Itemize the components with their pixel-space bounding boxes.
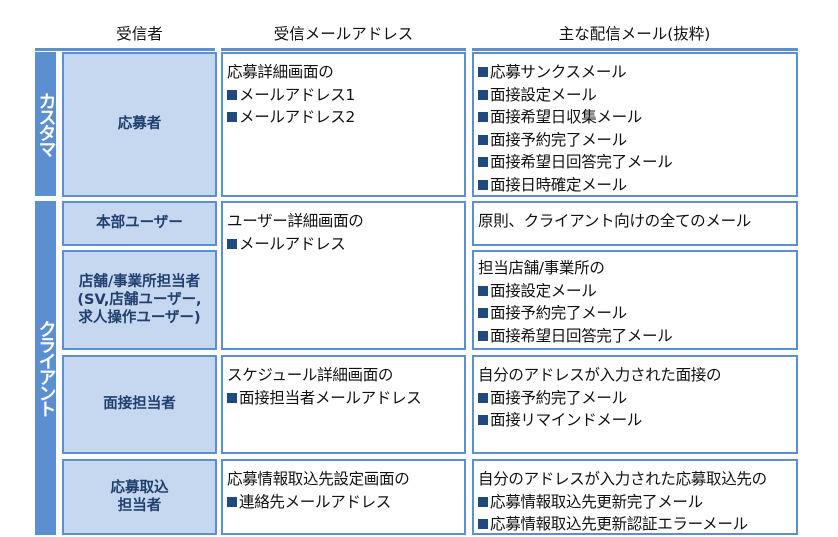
recipient-label: 求人操作ユーザー) <box>78 310 201 327</box>
mail-item: 面接希望日回答完了メール <box>478 325 796 348</box>
group-customer: カスタマ <box>35 52 57 196</box>
bullet-square-icon <box>478 134 488 145</box>
recipient-label: 本部ユーザー <box>96 215 183 232</box>
mail-item: 応募サンクスメール <box>478 61 796 84</box>
mail-item: 面接予約完了メール <box>478 129 796 152</box>
header-divider <box>35 48 215 51</box>
bullet-square-icon <box>478 330 488 341</box>
bullet-square-icon <box>478 67 488 77</box>
mail-item: 応募情報取込先更新認証エラーメール <box>478 513 796 536</box>
mail-item: 面接リマインドメール <box>478 409 796 432</box>
group-client: クライアント <box>35 201 57 535</box>
mails-hq-user: 原則、クライアント向けの全てのメール <box>472 201 798 246</box>
mail-intro: 担当店舗/事業所の <box>478 259 605 277</box>
address-item: メールアドレス2 <box>227 106 464 129</box>
bullet-square-icon <box>478 157 488 167</box>
address-item: 面接担当者メールアドレス <box>227 387 464 410</box>
address-item: メールアドレス <box>227 233 464 256</box>
address-intro: 応募情報取込先設定画面の <box>227 470 410 488</box>
address-intro: スケジュール詳細画面の <box>227 366 394 384</box>
bullet-square-icon <box>478 179 488 190</box>
address-intro: ユーザー詳細画面の <box>227 212 364 230</box>
recipient-label: (SV,店舗ユーザー, <box>77 291 202 308</box>
address-item: 連絡先メールアドレス <box>227 491 464 514</box>
address-interviewer: スケジュール詳細画面の 面接担当者メールアドレス <box>221 355 466 454</box>
address-applicant: 応募詳細画面の メールアドレス1 メールアドレス2 <box>221 52 466 197</box>
bullet-square-icon <box>478 392 488 403</box>
mails-import-staff: 自分のアドレスが入力された応募取込先の 応募情報取込先更新完了メール 応募情報取… <box>472 459 798 535</box>
header-recipient: 受信者 <box>116 25 163 43</box>
header-divider <box>472 48 798 51</box>
bullet-square-icon <box>478 519 488 529</box>
recipient-applicant: 応募者 <box>62 52 217 197</box>
mail-intro: 自分のアドレスが入力された応募取込先の <box>478 470 767 488</box>
bullet-square-icon <box>478 285 488 296</box>
mail-text: 原則、クライアント向けの全てのメール <box>478 212 751 230</box>
address-user-detail: ユーザー詳細画面の メールアドレス <box>221 201 466 350</box>
bullet-square-icon <box>227 112 237 122</box>
bullet-square-icon <box>227 89 237 100</box>
bullet-square-icon <box>478 89 488 100</box>
address-intro: 応募詳細画面の <box>227 63 334 81</box>
address-item: メールアドレス1 <box>227 84 464 107</box>
mail-item: 面接予約完了メール <box>478 302 796 325</box>
bullet-square-icon <box>478 496 488 507</box>
header-address: 受信メールアドレス <box>273 25 414 43</box>
recipient-label: 担当者 <box>117 498 162 514</box>
mail-item: 面接希望日回答完了メール <box>478 151 796 174</box>
recipient-label: 応募取込 <box>110 479 169 496</box>
bullet-square-icon <box>478 112 488 122</box>
bullet-square-icon <box>227 392 237 403</box>
recipient-store-staff: 店舗/事業所担当者 (SV,店舗ユーザー, 求人操作ユーザー) <box>62 250 217 350</box>
mail-item: 応募情報取込先更新完了メール <box>478 491 796 514</box>
recipient-label: 面接担当者 <box>103 396 176 413</box>
bullet-square-icon <box>227 496 237 507</box>
mails-applicant: 応募サンクスメール 面接設定メール 面接希望日収集メール 面接予約完了メール 面… <box>472 52 798 197</box>
recipient-interviewer: 面接担当者 <box>62 355 217 454</box>
recipient-label: 店舗/事業所担当者 <box>78 273 201 290</box>
mail-item: 面接設定メール <box>478 84 796 107</box>
mail-item: 面接予約完了メール <box>478 387 796 410</box>
mail-item: 面接日時確定メール <box>478 174 796 197</box>
recipient-hq-user: 本部ユーザー <box>62 201 217 246</box>
mails-interviewer: 自分のアドレスが入力された面接の 面接予約完了メール 面接リマインドメール <box>472 355 798 454</box>
header-mails: 主な配信メール(抜粋) <box>558 25 711 43</box>
mail-intro: 自分のアドレスが入力された面接の <box>478 366 722 384</box>
bullet-square-icon <box>478 415 488 425</box>
mail-item: 面接設定メール <box>478 280 796 303</box>
mail-item: 面接希望日収集メール <box>478 106 796 129</box>
bullet-square-icon <box>227 238 237 249</box>
address-import-staff: 応募情報取込先設定画面の 連絡先メールアドレス <box>221 459 466 535</box>
recipient-label: 応募者 <box>117 116 162 133</box>
header-divider <box>221 48 466 51</box>
bullet-square-icon <box>478 308 488 318</box>
mails-store-staff: 担当店舗/事業所の 面接設定メール 面接予約完了メール 面接希望日回答完了メール <box>472 250 798 350</box>
recipient-import-staff: 応募取込 担当者 <box>62 459 217 535</box>
